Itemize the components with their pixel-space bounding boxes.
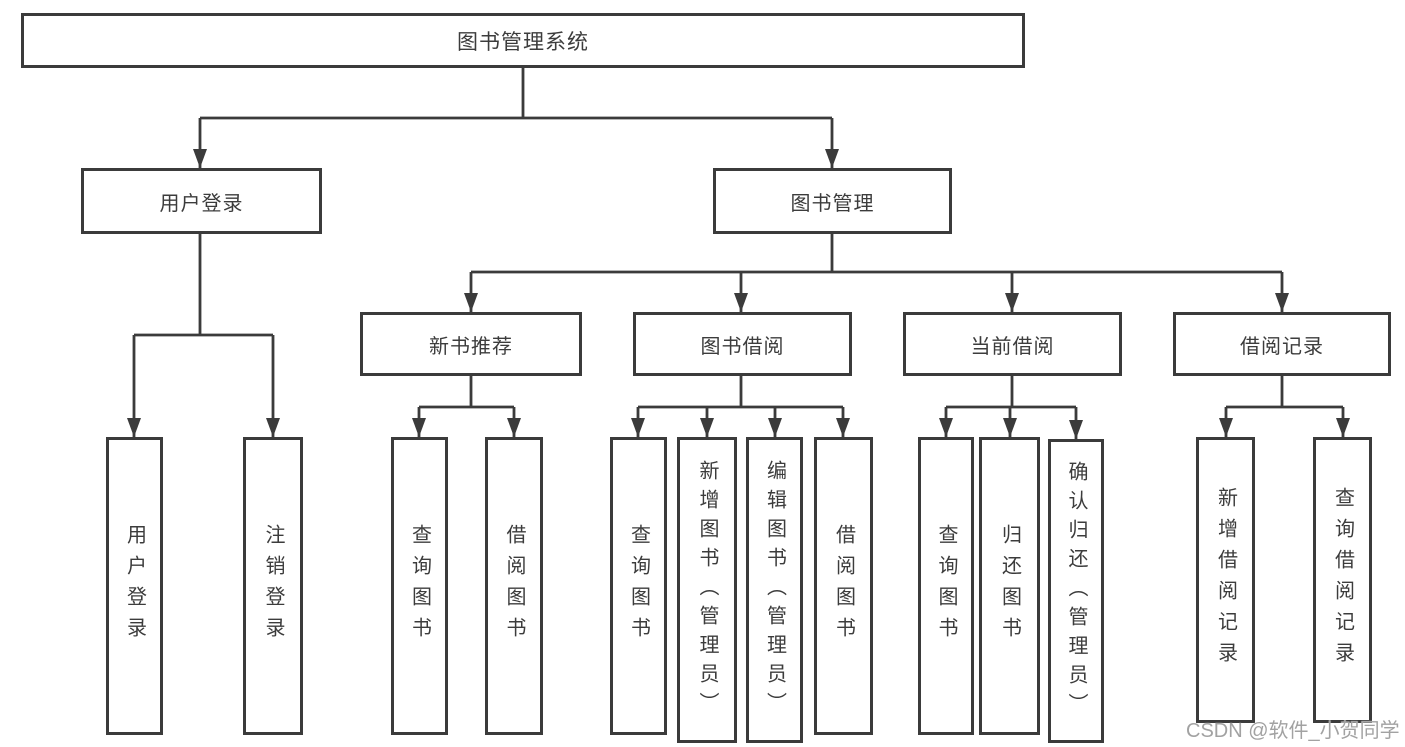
leaf-borrow-books: 借阅图书 (814, 437, 873, 735)
leaf-add-books-admin: 新增图书（管理员） (677, 437, 737, 743)
node-label: 用户登录 (159, 192, 244, 215)
leaf-label: 编辑图书（管理员） (763, 459, 786, 721)
leaf-label: 确认归还（管理员） (1065, 460, 1087, 722)
leaf-query-borrowing-record: 查询借阅记录 (1313, 437, 1372, 723)
leaf-query-books: 查询图书 (610, 437, 667, 735)
leaf-user-login: 用户登录 (106, 437, 163, 735)
node-label: 图书借阅 (700, 335, 785, 358)
leaf-return-books: 归还图书 (979, 437, 1040, 735)
leaf-label: 借阅图书 (832, 524, 855, 648)
node-new-book-recommendation: 新书推荐 (360, 312, 582, 376)
leaf-label: 注销登录 (262, 524, 284, 648)
leaf-add-borrowing-record: 新增借阅记录 (1196, 437, 1255, 723)
node-label: 图书管理系统 (457, 30, 589, 54)
leaf-label: 查询图书 (408, 524, 431, 648)
leaf-label: 查询图书 (627, 524, 650, 648)
leaf-logout: 注销登录 (243, 437, 303, 735)
leaf-query-books: 查询图书 (391, 437, 448, 735)
leaf-edit-books-admin: 编辑图书（管理员） (746, 437, 803, 743)
node-label: 新书推荐 (429, 335, 513, 358)
leaf-label: 归还图书 (998, 524, 1021, 648)
node-book-management: 图书管理 (713, 168, 952, 234)
leaf-label: 查询图书 (935, 524, 957, 648)
node-label: 借阅记录 (1240, 335, 1324, 358)
node-current-borrowing: 当前借阅 (903, 312, 1122, 376)
leaf-label: 查询借阅记录 (1331, 487, 1354, 673)
leaf-label: 新增图书（管理员） (696, 459, 718, 721)
leaf-label: 借阅图书 (503, 524, 525, 648)
node-user-login: 用户登录 (81, 168, 322, 234)
leaf-label: 用户登录 (123, 524, 146, 648)
leaf-label: 新增借阅记录 (1214, 487, 1237, 673)
leaf-borrow-books: 借阅图书 (485, 437, 543, 735)
node-label: 图书管理 (790, 192, 875, 215)
csdn-watermark: CSDN @软件_小贺同学 (1186, 720, 1400, 742)
node-label: 当前借阅 (970, 335, 1055, 358)
node-borrowing-records: 借阅记录 (1173, 312, 1391, 376)
node-library-management-system: 图书管理系统 (21, 13, 1025, 68)
node-book-borrowing: 图书借阅 (633, 312, 852, 376)
leaf-confirm-return-admin: 确认归还（管理员） (1048, 439, 1104, 743)
leaf-query-books: 查询图书 (918, 437, 974, 735)
